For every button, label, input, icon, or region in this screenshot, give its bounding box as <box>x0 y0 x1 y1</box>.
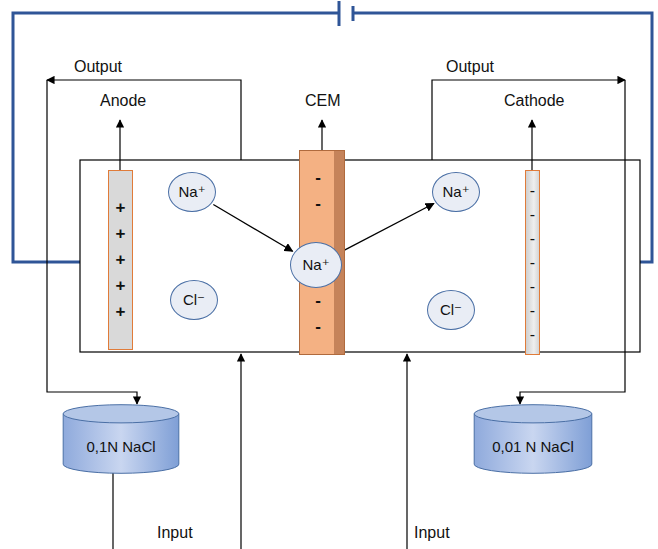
cathode-electrode: - - - - - - - <box>525 170 540 355</box>
part-label: Cathode <box>502 92 567 110</box>
node-text: - - - - - - - <box>526 179 539 347</box>
nacl-tank: 0,01 N NaCl <box>473 404 593 474</box>
part-label: Output <box>72 58 124 76</box>
node-text: Cl⁻ <box>183 291 205 309</box>
ion-circle: Cl⁻ <box>170 280 218 320</box>
node-text: Cl⁻ <box>440 301 462 319</box>
part-label: Input <box>155 524 195 542</box>
battery-symbol <box>339 1 353 26</box>
cell-housing <box>80 160 640 352</box>
node-text: Na⁺ <box>442 183 469 201</box>
ion-circle: Na⁺ <box>290 242 342 288</box>
ion-flow-arrow <box>213 205 292 252</box>
anode-electrode: + + + + + <box>108 170 133 350</box>
part-label: Output <box>444 58 496 76</box>
node-text: 0,01 N NaCl <box>492 438 574 455</box>
node-text: + + + + + <box>114 195 128 325</box>
node-text: Na⁺ <box>302 256 329 274</box>
node-text: 0,1N NaCl <box>86 438 155 455</box>
part-label: Anode <box>98 92 148 110</box>
ion-circle: Na⁺ <box>168 172 216 212</box>
output-pipe <box>47 80 625 404</box>
node-text: - - <box>311 165 325 217</box>
nacl-tank: 0,1N NaCl <box>62 404 180 474</box>
ion-circle: Na⁺ <box>432 172 480 212</box>
node-text: - - <box>311 288 325 340</box>
ion-circle: Cl⁻ <box>427 290 475 330</box>
node-text: Na⁺ <box>178 183 205 201</box>
part-label: Input <box>412 524 452 542</box>
part-label: CEM <box>303 92 343 110</box>
ion-flow-arrow <box>340 204 434 253</box>
